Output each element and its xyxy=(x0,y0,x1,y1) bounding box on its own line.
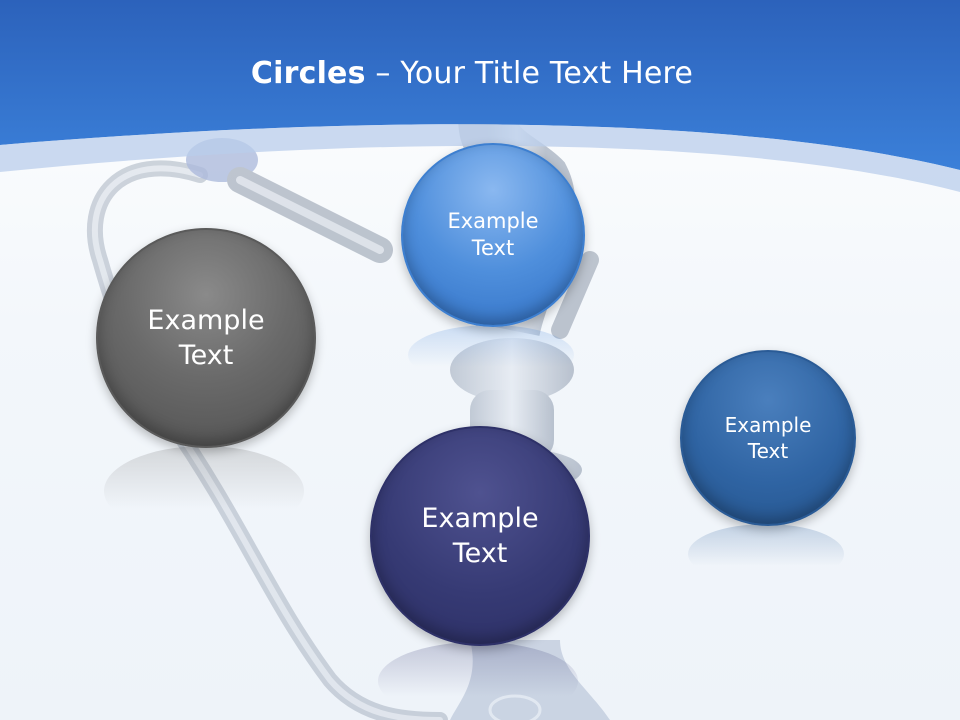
slide-title-bold: Circles xyxy=(250,56,366,91)
circle-reflection xyxy=(378,642,578,720)
circle-gray[interactable]: Example Text xyxy=(96,228,316,448)
circle-text: Example Text xyxy=(447,208,538,263)
circle-reflection xyxy=(408,325,574,385)
circle-reflection xyxy=(104,446,304,536)
circle-text-line: Example xyxy=(447,208,539,233)
circle-text-line: Text xyxy=(452,538,508,569)
circle-navy[interactable]: Example Text xyxy=(370,426,590,646)
circle-reflection xyxy=(688,524,844,584)
circle-text-line: Text xyxy=(178,340,234,371)
circle-text-line: Example xyxy=(147,304,265,336)
circle-text-line: Text xyxy=(471,236,515,260)
slide-title: Circles – Your Title Text Here xyxy=(0,54,944,94)
circle-text: Example Text xyxy=(147,303,264,373)
circle-text-line: Text xyxy=(747,439,789,463)
circle-text-line: Example xyxy=(421,502,539,534)
slide-title-rest: – Your Title Text Here xyxy=(365,56,694,91)
circle-light-blue[interactable]: Example Text xyxy=(401,143,585,327)
circle-text: Example Text xyxy=(421,501,538,571)
circle-text-line: Example xyxy=(724,413,812,437)
circle-steel-blue[interactable]: Example Text xyxy=(680,350,856,526)
circle-text: Example Text xyxy=(725,412,812,464)
